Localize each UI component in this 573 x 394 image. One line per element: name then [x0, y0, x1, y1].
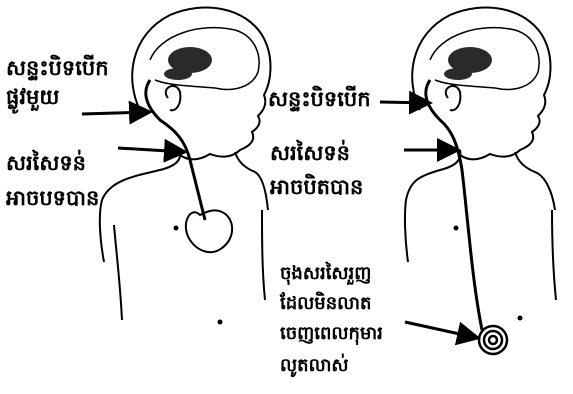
right-brain-ventricle-lower — [444, 68, 472, 80]
left-nipple-1 — [174, 226, 179, 231]
left-navel — [218, 320, 223, 325]
label-right-valve: សន្ទះបិទបើក — [268, 86, 371, 112]
left-ear — [166, 86, 181, 110]
label-right-vessel-line1: សរសៃទន់ — [270, 140, 350, 166]
right-coiled-end — [479, 326, 507, 354]
left-heart — [186, 210, 232, 252]
label-right-end-line4: លូតលាស់ — [280, 354, 349, 377]
left-neck-shoulders — [100, 150, 181, 262]
right-neck-right — [515, 152, 555, 210]
left-brain-ventricle-lower — [164, 68, 192, 80]
arrow-left-vessel — [118, 148, 185, 152]
right-neck-shoulders — [405, 150, 460, 262]
arrow-right-valve — [380, 102, 430, 103]
left-arm-line — [114, 225, 122, 320]
label-left-vessel-line1: សរសៃទន់ — [6, 150, 86, 176]
right-ear — [446, 86, 461, 110]
label-left-vessel-line2: អាចបទបាន — [6, 185, 99, 211]
label-right-vessel-line2: អាចបិតបាន — [270, 174, 363, 200]
arrow-right-coil — [405, 322, 478, 338]
right-navel — [518, 316, 523, 321]
label-right-end-line3: ចេញពេលកុមារ — [280, 322, 383, 345]
left-torso-right — [262, 210, 265, 300]
right-torso-right — [552, 210, 556, 300]
left-neck-right — [235, 152, 268, 210]
label-left-valve-line2: ផ្លូវមួយ — [6, 84, 59, 110]
label-right-end-line2: ដែលមិនលាត — [280, 292, 371, 315]
right-shunt-tube — [426, 80, 482, 330]
label-right-end-line1: ចុងសរសៃរួញ — [280, 262, 371, 285]
right-nipple — [454, 226, 459, 231]
label-left-valve-line1: សន្ទះបិទបើក — [6, 55, 109, 81]
arrow-left-valve — [82, 112, 150, 114]
